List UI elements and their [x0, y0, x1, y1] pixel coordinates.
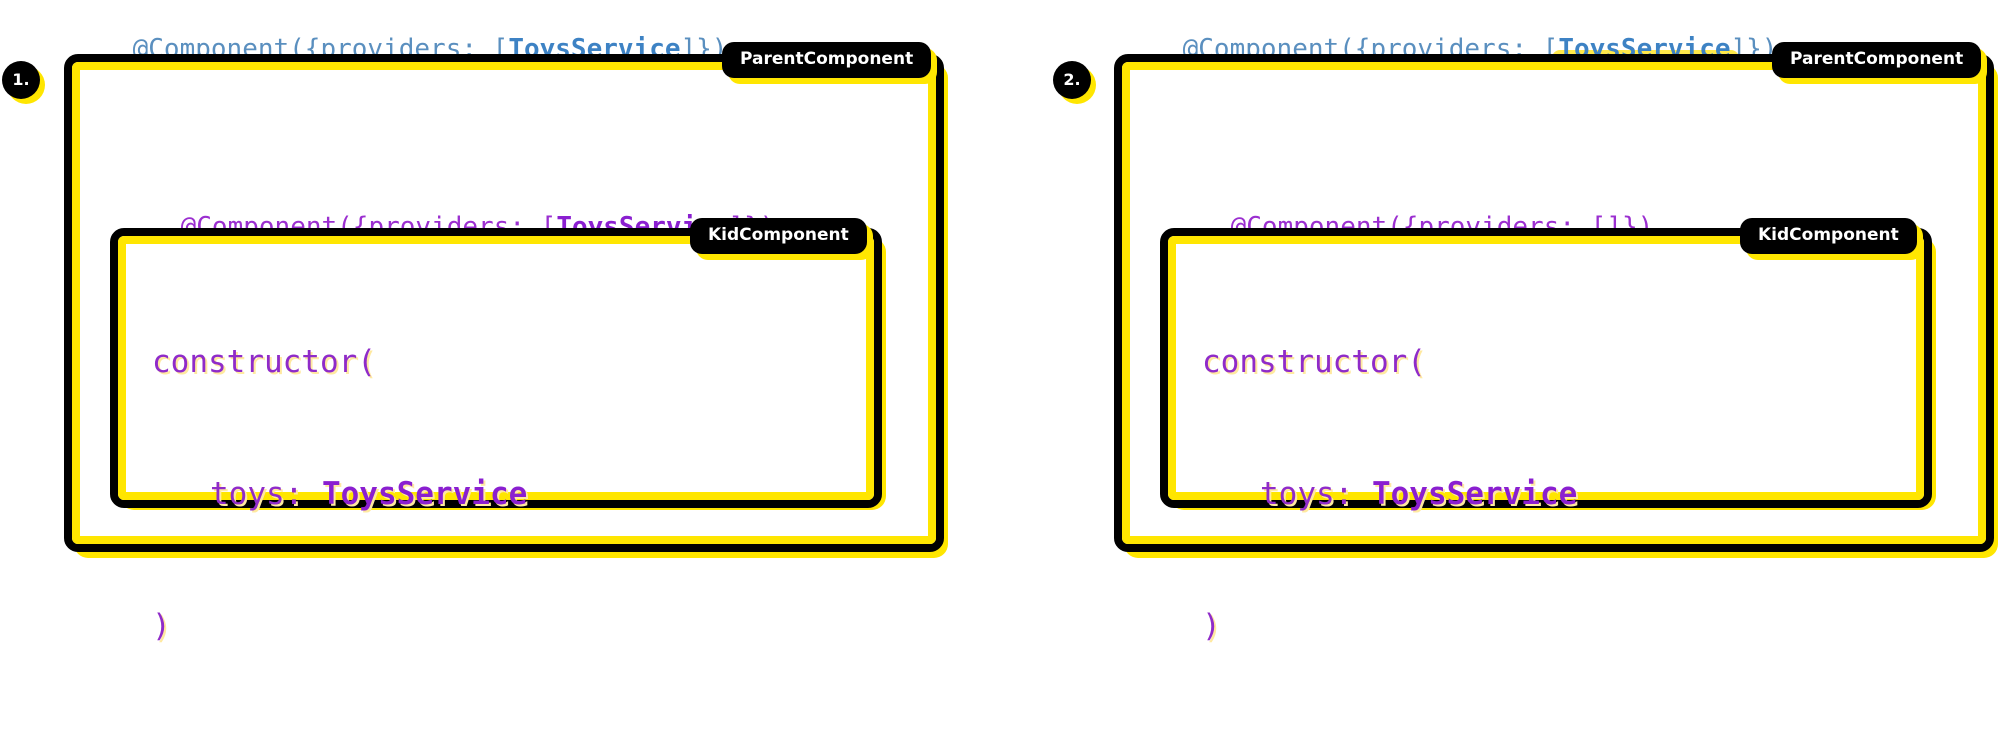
- param-name: toys:: [1260, 476, 1372, 512]
- constructor-code: constructor( toys: ToysService ): [152, 252, 527, 736]
- parent-component-label: ParentComponent: [1772, 42, 1982, 78]
- constructor-open: constructor(: [1202, 344, 1426, 380]
- kid-component-box: [1160, 228, 1932, 508]
- parent-component-label: ParentComponent: [722, 42, 932, 78]
- kid-component-box: [110, 228, 882, 508]
- kid-component-label: KidComponent: [1740, 218, 1917, 254]
- constructor-code: constructor( toys: ToysService ): [1202, 252, 1577, 736]
- step-number-badge: 1.: [2, 61, 40, 99]
- param-type: ToysService: [1371, 476, 1578, 512]
- step-number-badge: 2.: [1053, 61, 1091, 99]
- param-name: toys:: [210, 476, 322, 512]
- constructor-param-line: toys: ToysService: [1202, 472, 1577, 516]
- panel-2: @Component({providers: [ToysService]}) 2…: [1050, 0, 2000, 644]
- panel-1: @Component({providers: [ToysService]}) 1…: [0, 0, 1000, 644]
- kid-component-label: KidComponent: [690, 218, 867, 254]
- constructor-close: ): [152, 608, 171, 644]
- param-type: ToysService: [321, 476, 528, 512]
- constructor-open: constructor(: [152, 344, 376, 380]
- constructor-param-line: toys: ToysService: [152, 472, 527, 516]
- constructor-close: ): [1202, 608, 1221, 644]
